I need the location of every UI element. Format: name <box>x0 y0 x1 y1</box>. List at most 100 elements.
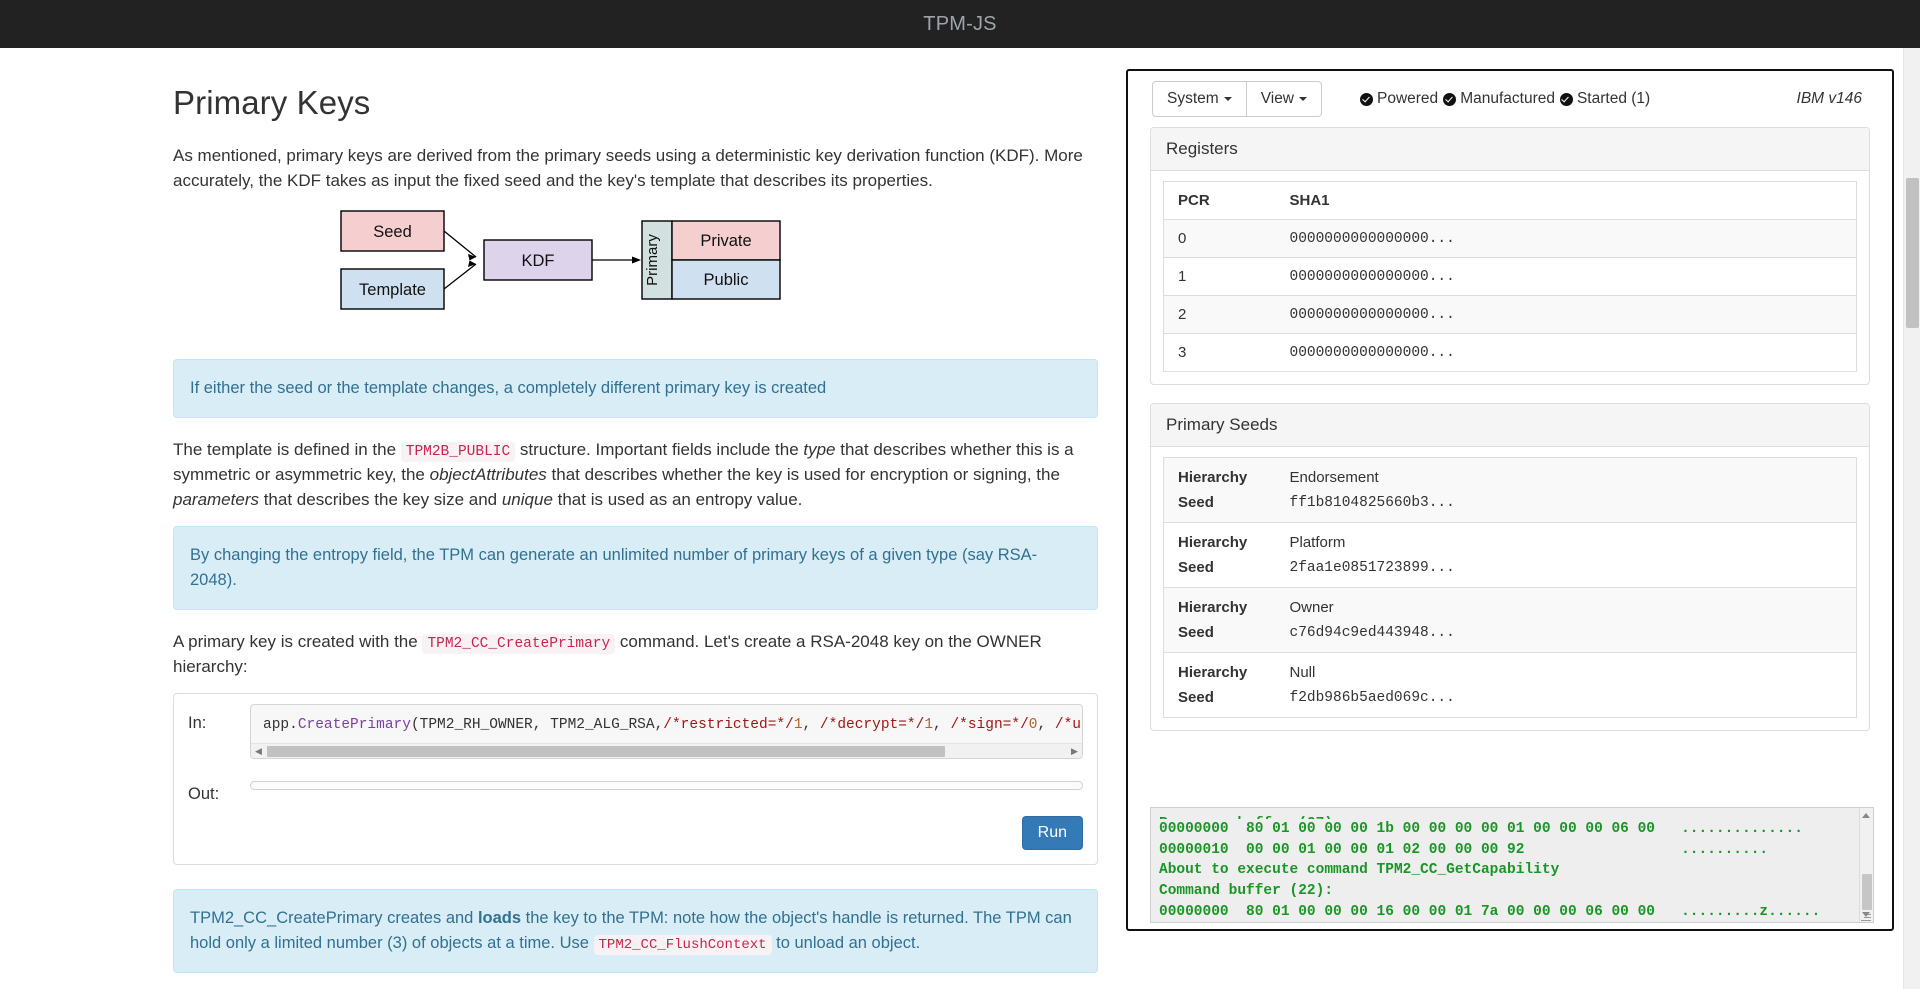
repl-1-in-label: In: <box>188 714 207 733</box>
status-badge-label: Started (1) <box>1576 90 1651 107</box>
console-scroll-thumb[interactable] <box>1862 874 1872 910</box>
seed-key: Seed <box>1163 620 1276 653</box>
chevron-down-icon <box>1223 97 1232 101</box>
register-pcr-cell: 2 <box>1163 295 1276 334</box>
info-alert-seed-template-text: If either the seed or the template chang… <box>190 379 827 398</box>
register-pcr-cell: 1 <box>1163 257 1276 296</box>
code-token: /*restricted=*/ <box>663 717 794 734</box>
code-token: , <box>802 717 820 734</box>
tpl-text-5: that describes the key size and <box>258 489 502 509</box>
registers-header-row: PCR SHA1 <box>1163 181 1857 220</box>
app-title[interactable]: TPM-JS <box>923 12 997 35</box>
console-line: 00000010 00 00 01 00 00 01 02 00 00 00 9… <box>1159 841 1769 858</box>
status-badge: Powered <box>1360 90 1438 108</box>
console-cut-line: Response buffer (27): <box>1159 814 1873 819</box>
tpm-simulator-panel: System View Powered Manufactured Started (… <box>1126 69 1894 931</box>
document-content: Primary Keys As mentioned, primary keys … <box>0 48 1140 989</box>
scroll-left-arrow-icon[interactable]: ◀ <box>255 746 262 757</box>
seed-value: ff1b8104825660b3... <box>1275 490 1857 523</box>
page-title: Primary Keys <box>173 84 371 121</box>
info-alert-seed-template: If either the seed or the template chang… <box>173 359 1098 419</box>
debug-console[interactable]: Response buffer (27): 00000000 80 01 00 … <box>1150 807 1874 923</box>
repl-1-in-row: In: app.CreatePrimary(TPM2_RH_OWNER, TPM… <box>188 704 1083 760</box>
cp-text-2: command. Let's create a RSA-2048 key on … <box>173 631 1042 676</box>
code-token: 1 <box>793 717 803 734</box>
view-menu-label: View <box>1260 90 1295 107</box>
createprimary-paragraph: A primary key is created with the TPM2_C… <box>173 630 1098 680</box>
code-token: /*decrypt=*/ <box>819 717 925 734</box>
registers-col-sha1: SHA1 <box>1275 181 1857 220</box>
simulator-version-label: IBM v146 <box>1796 90 1862 107</box>
run-button[interactable]: Run <box>1021 816 1083 851</box>
seed-hierarchy-key: Hierarchy <box>1163 457 1276 490</box>
tpl-text-4: that describes whether the key is used f… <box>546 465 1060 485</box>
system-menu-label: System <box>1167 90 1219 107</box>
view-menu-button[interactable]: View <box>1246 81 1323 117</box>
info-alert-flushcontext: TPM2_CC_CreatePrimary creates and loads … <box>173 889 1098 974</box>
tpl-em-parameters: parameters <box>173 489 259 509</box>
repl-1-code-lines[interactable]: app.CreatePrimary(TPM2_RH_OWNER, TPM2_AL… <box>251 705 1082 737</box>
tpl-text-3: that describes whether this is a symmetr… <box>173 440 1074 485</box>
check-circle-icon <box>1443 92 1457 106</box>
scroll-right-arrow-icon[interactable]: ▶ <box>1071 746 1078 757</box>
diagram-kdf-box <box>483 239 593 281</box>
repl-1-actions: Run <box>188 816 1083 851</box>
register-sha1-cell: 0000000000000000... <box>1275 295 1857 334</box>
status-badge: Manufactured <box>1443 90 1555 108</box>
system-menu-button[interactable]: System <box>1152 81 1247 117</box>
console-resize-grip[interactable] <box>1861 911 1871 921</box>
seed-value: 2faa1e0851723899... <box>1275 555 1857 588</box>
code-token: /*sign=*/ <box>950 717 1029 734</box>
repl-1-horizontal-scrollbar[interactable]: ◀ ▶ <box>251 743 1082 759</box>
code-token: 0 <box>1028 717 1038 734</box>
page-scrollbar-thumb[interactable] <box>1906 178 1919 328</box>
code-token: (TPM2_RH_OWNER, TPM2_ALG_RSA, <box>410 717 664 734</box>
repl-1-scroll-thumb[interactable] <box>267 746 945 758</box>
scroll-down-arrow-icon[interactable] <box>1862 912 1870 917</box>
seed-hierarchy-value: Owner <box>1275 587 1857 620</box>
diagram-arrows <box>443 230 636 290</box>
console-scrollbar[interactable] <box>1859 808 1873 922</box>
diagram-primary-label: Primary <box>644 234 661 286</box>
code-token: 1 <box>924 717 934 734</box>
status-badge: Started (1) <box>1559 90 1651 108</box>
fc-text-2: the key to the TPM: note how the object'… <box>190 909 1072 953</box>
seed-key: Seed <box>1163 490 1276 523</box>
code-tpm2-cc-createprimary: TPM2_CC_CreatePrimary <box>422 633 616 654</box>
tpl-em-objectattributes: objectAttributes <box>429 465 547 485</box>
repl-1-code-editor[interactable]: app.CreatePrimary(TPM2_RH_OWNER, TPM2_AL… <box>250 704 1083 760</box>
page-scrollbar[interactable] <box>1903 48 1920 989</box>
seed-hierarchy-key: Hierarchy <box>1178 664 1248 681</box>
console-line: 00000000 80 01 00 00 00 16 00 00 01 7a 0… <box>1159 903 1821 920</box>
top-navbar: TPM-JS <box>0 0 1920 48</box>
chevron-down-icon <box>1299 97 1308 101</box>
repl-1-out-row: Out: <box>188 759 1083 804</box>
tpl-text-2: structure. Important fields include the <box>515 440 804 460</box>
info-alert-entropy: By changing the entropy field, the TPM c… <box>173 526 1098 610</box>
diagram-seed-label: Seed <box>373 223 412 241</box>
diagram-template-label: Template <box>359 281 426 299</box>
diagram-private-label: Private <box>700 232 751 250</box>
scroll-up-arrow-icon[interactable] <box>1862 813 1870 818</box>
seed-hierarchy-key: Hierarchy <box>1163 587 1276 620</box>
register-sha1-cell: 0000000000000000... <box>1275 257 1857 296</box>
